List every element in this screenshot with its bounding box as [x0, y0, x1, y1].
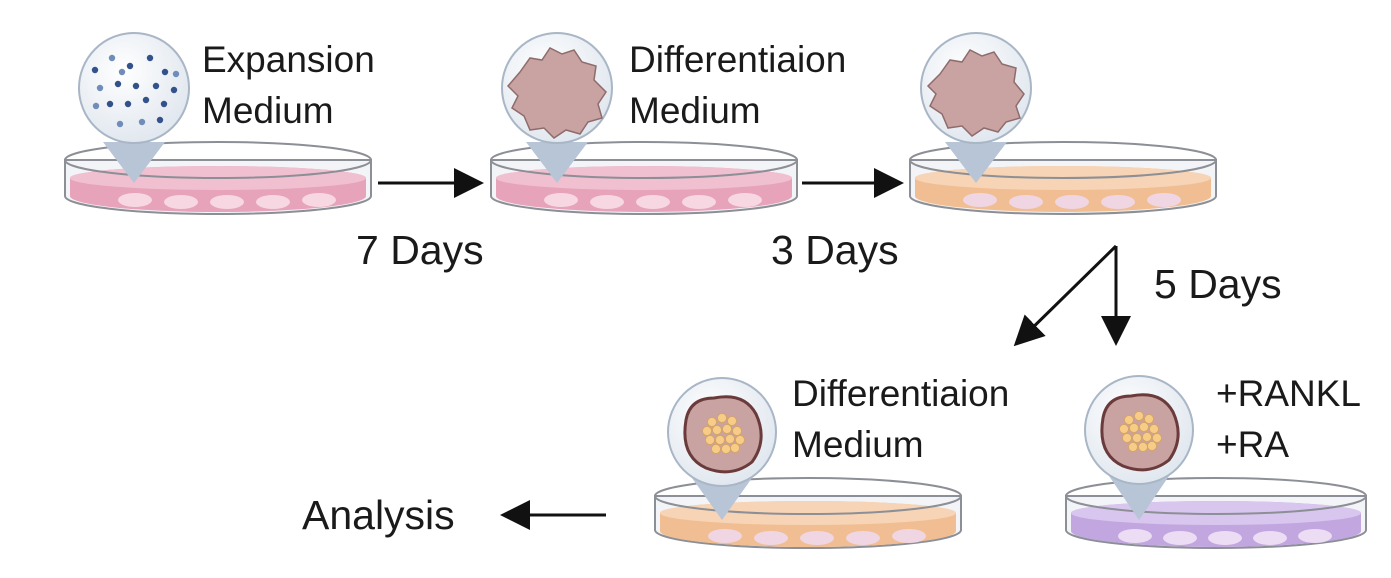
cell-aggregate-icon — [506, 47, 607, 139]
petri-dish-rankl-ra — [1065, 477, 1367, 549]
cell-aggregate-icon — [926, 49, 1025, 137]
duration-7-days: 7 Days — [356, 227, 484, 273]
stage2-line2: Medium — [629, 90, 761, 131]
stage4-medium-label: Differentiaion Medium — [792, 368, 1009, 470]
stage4-line1: Differentiaion — [792, 373, 1010, 414]
arrow-5-days-diagonal — [1013, 244, 1118, 347]
cell-cluster-icon — [702, 413, 745, 454]
callout-bubble-aggregate-2 — [920, 32, 1032, 183]
stage1-line1: Expansion — [202, 39, 375, 80]
callout-bubble-organoid-2 — [1084, 375, 1194, 520]
callout-bubble-aggregate — [501, 32, 613, 183]
stage5-treatment-label: +RANKL +RA — [1216, 368, 1361, 470]
petri-dish-expansion — [64, 141, 372, 215]
cell-cluster-icon — [1119, 411, 1162, 452]
petri-dish-organoid-differentiation — [654, 477, 962, 549]
petri-dish-differentiation-continued — [909, 141, 1217, 215]
analysis-label: Analysis — [302, 492, 455, 538]
stage5-line1: +RANKL — [1216, 373, 1361, 414]
organoid-icon — [1100, 393, 1180, 472]
petri-dish-differentiation — [490, 141, 798, 215]
organoid-icon — [683, 395, 763, 474]
stage2-medium-label: Differentiaion Medium — [629, 34, 846, 136]
stage1-line2: Medium — [202, 90, 334, 131]
duration-5-days: 5 Days — [1154, 261, 1282, 307]
stage2-line1: Differentiaion — [629, 39, 847, 80]
duration-3-days: 3 Days — [771, 227, 899, 273]
single-cells-icon — [91, 54, 180, 128]
stage5-line2: +RA — [1216, 424, 1290, 465]
stage1-medium-label: Expansion Medium — [202, 34, 375, 136]
callout-bubble-cells — [78, 32, 190, 183]
stage4-line2: Medium — [792, 424, 924, 465]
callout-bubble-organoid — [667, 377, 777, 520]
